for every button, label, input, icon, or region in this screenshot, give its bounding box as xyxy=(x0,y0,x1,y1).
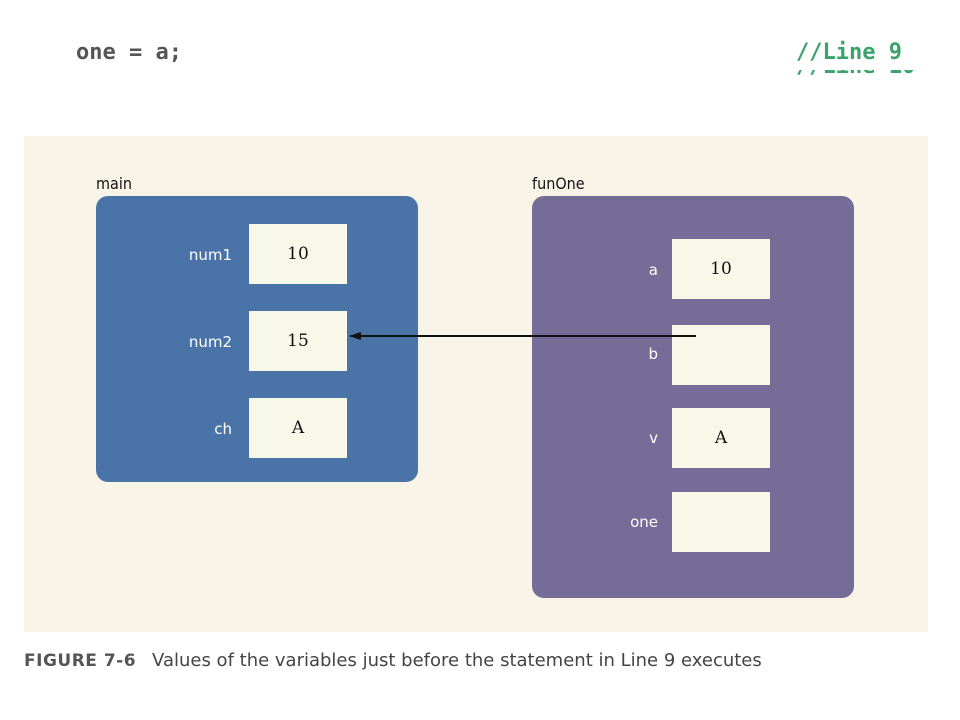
var-label-b: b xyxy=(648,345,658,363)
var-box-num1: 10 xyxy=(249,224,347,284)
var-label-one: one xyxy=(630,513,658,531)
var-box-v: A xyxy=(672,408,770,468)
caption-text: Values of the variables just before the … xyxy=(152,650,762,671)
var-label-num1: num1 xyxy=(188,246,232,264)
funone-frame-title: funOne xyxy=(532,174,585,193)
caption-figure-number: FIGURE 7-6 xyxy=(24,651,137,671)
figure-caption: FIGURE 7-6 Values of the variables just b… xyxy=(24,650,762,671)
var-label-v: v xyxy=(649,429,658,447)
var-box-one xyxy=(672,492,770,552)
var-box-ch: A xyxy=(249,398,347,458)
main-frame-title: main xyxy=(96,174,132,193)
var-label-a: a xyxy=(648,261,658,279)
code-next-comment: //Line 10 xyxy=(796,70,915,78)
var-label-ch: ch xyxy=(214,420,232,438)
var-box-num2: 15 xyxy=(249,311,347,371)
code-comment: //Line 9 xyxy=(796,40,902,65)
code-statement: one = a; xyxy=(76,40,182,65)
var-label-num2: num2 xyxy=(188,333,232,351)
var-box-a: 10 xyxy=(672,239,770,299)
code-next-line-clipped: //Line 10 xyxy=(796,70,936,78)
